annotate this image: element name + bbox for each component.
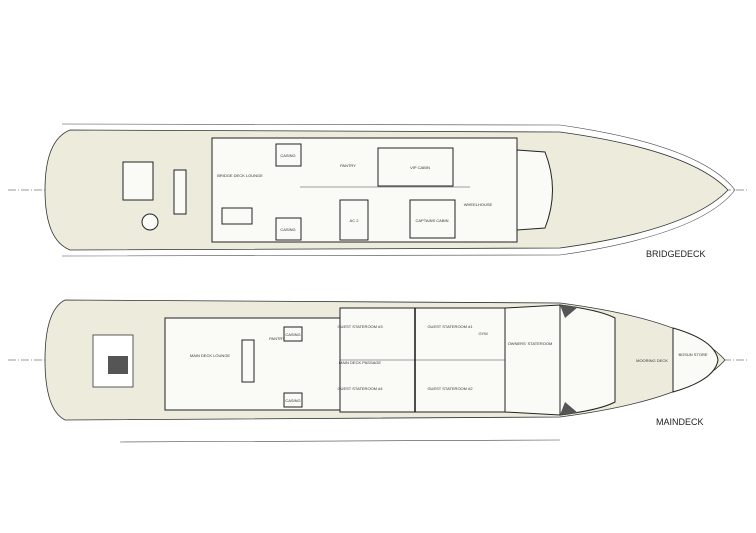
vip-cabin-room [377, 147, 454, 187]
captains-cabin-room [409, 199, 456, 239]
bridgedeck-outer-rail [61, 123, 736, 257]
casing-bottom-main [283, 392, 303, 408]
maindeck-title: MAINDECK [656, 417, 704, 427]
bridgedeck-title: BRIDGEDECK [646, 249, 706, 259]
casing-bottom [275, 217, 302, 241]
label-gym: GYM [478, 331, 487, 336]
label-owners-stateroom: OWNERS' STATEROOM [508, 341, 553, 346]
label-ac2: AC 2 [350, 218, 360, 223]
label-pantry: PANTRY [340, 163, 356, 168]
label-wheelhouse: WHEELHOUSE [464, 202, 493, 207]
label-guest-stateroom-3: GUEST STATEROOM #3 [337, 324, 383, 329]
casing-top [275, 143, 302, 167]
aft-sofa [122, 161, 154, 201]
label-bridge-deck-lounge: BRIDGE DECK LOUNGE [217, 173, 263, 178]
label-pantry-main: PANTRY [269, 336, 285, 341]
maindeck-swim-platform-line [119, 439, 561, 443]
label-casing-top-main: CASING [285, 332, 300, 337]
label-casing-bottom-main: CASING [285, 398, 300, 403]
label-main-deck-lounge: MAIN DECK LOUNGE [190, 353, 231, 358]
lounge-sofa [221, 207, 253, 225]
round-table [141, 213, 159, 231]
label-guest-stateroom-4: GUEST STATEROOM #4 [337, 386, 383, 391]
owners-stateroom-room [504, 304, 561, 416]
maindeck-plan: MAIN DECK LOUNGE CASING CASING PANTRY GU… [8, 299, 748, 443]
label-vip-cabin: VIP CABIN [410, 165, 430, 170]
dining-table [173, 169, 187, 215]
label-guest-stateroom-1: GUEST STATEROOM #1 [427, 324, 473, 329]
label-captains-cabin: CAPTAINS CABIN [415, 218, 448, 223]
label-mooring-deck: MOORING DECK [636, 358, 668, 363]
main-dining-table [241, 339, 255, 383]
casing-top-main [283, 326, 303, 342]
label-casing-bottom: CASING [280, 227, 295, 232]
wheelhouse-area [516, 149, 553, 231]
owners-bathroom [559, 304, 616, 416]
label-guest-stateroom-2: GUEST STATEROOM #2 [427, 386, 473, 391]
bosun-store-room [672, 327, 719, 393]
label-bosun-store: BOSUN STORE [678, 352, 707, 357]
bridgedeck-plan: BRIDGE DECK LOUNGE CASING CASING PANTRY … [8, 123, 748, 259]
aft-dark-block [108, 356, 128, 374]
ac2-room [339, 199, 369, 241]
label-casing-top: CASING [280, 153, 295, 158]
label-main-deck-passage: MAIN DECK PASSAGE [339, 360, 381, 365]
